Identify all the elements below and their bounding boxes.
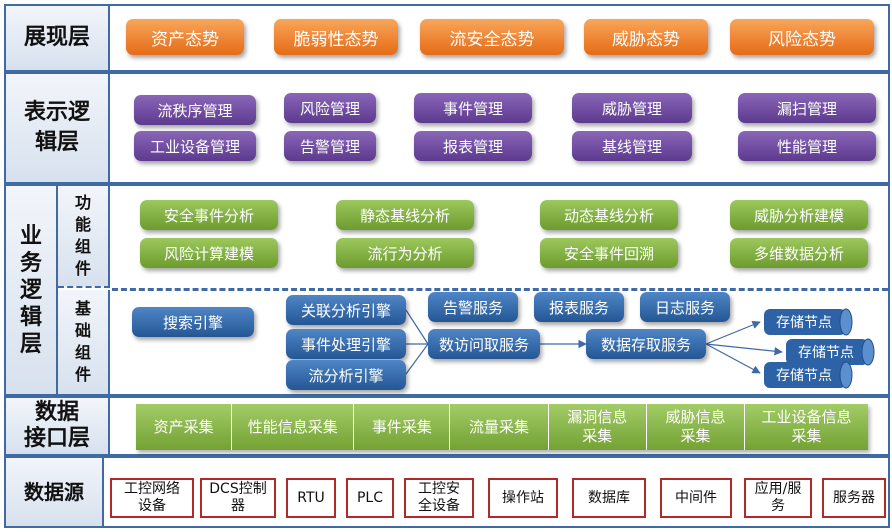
source-item[interactable]: 数据库 (572, 478, 646, 518)
interface-item[interactable]: 漏洞信息 采集 (548, 404, 647, 450)
log-service[interactable]: 日志服务 (640, 292, 730, 322)
connector-line (705, 343, 761, 374)
presentation-item[interactable]: 资产态势 (126, 19, 244, 55)
storage-node-shape (764, 308, 853, 336)
function-item[interactable]: 多维数据分析 (730, 238, 868, 268)
report-service[interactable]: 报表服务 (534, 292, 624, 322)
storage-node[interactable]: 存储节点 (798, 345, 854, 361)
function-item[interactable]: 流行为分析 (336, 238, 474, 268)
presentation-label-text: 展现层 (23, 25, 90, 50)
storage-node[interactable]: 存储节点 (776, 368, 832, 384)
storage-node-shape (764, 361, 853, 389)
interface-item[interactable]: 流量采集 (450, 404, 549, 450)
business-layer-label: 业 务 逻 辑 层 (6, 186, 58, 394)
business-label-text: 业 务 逻 辑 层 (19, 223, 42, 357)
search-engine[interactable]: 搜索引擎 (132, 307, 254, 337)
alert-service[interactable]: 告警服务 (428, 292, 518, 322)
logic-label-text: 表示逻 辑层 (23, 100, 90, 155)
function-item[interactable]: 动态基线分析 (540, 200, 678, 230)
interface-layer-label: 数据 接口层 (6, 398, 110, 454)
logic-item[interactable]: 报表管理 (414, 131, 532, 161)
source-item[interactable]: PLC (346, 478, 394, 518)
connector-line (405, 343, 429, 375)
source-item[interactable]: 服务器 (822, 478, 886, 518)
flow-engine[interactable]: 流分析引擎 (286, 360, 406, 390)
logic-item[interactable]: 工业设备管理 (134, 131, 256, 161)
logic-layer-label: 表示逻 辑层 (6, 74, 110, 182)
source-item[interactable]: 操作站 (488, 478, 558, 518)
function-item[interactable]: 威胁分析建模 (730, 200, 868, 230)
logic-item[interactable]: 风险管理 (284, 93, 376, 123)
storage-node-shape (786, 338, 875, 366)
presentation-item[interactable]: 风险态势 (730, 19, 874, 55)
data-query-service[interactable]: 数访问取服务 (428, 329, 540, 359)
source-item[interactable]: DCS控制 器 (200, 478, 276, 518)
connector-line (405, 309, 429, 345)
interface-item[interactable]: 工业设备信息 采集 (745, 404, 869, 450)
logic-item[interactable]: 流秩序管理 (134, 95, 256, 125)
storage-node[interactable]: 存储节点 (776, 315, 832, 331)
function-item[interactable]: 风险计算建模 (140, 238, 278, 268)
logic-item[interactable]: 漏扫管理 (738, 93, 876, 123)
presentation-item[interactable]: 脆弱性态势 (274, 19, 398, 55)
logic-item[interactable]: 基线管理 (572, 131, 692, 161)
presentation-item[interactable]: 威胁态势 (584, 19, 708, 55)
logic-item[interactable]: 事件管理 (414, 93, 532, 123)
source-item[interactable]: 工控网络 设备 (110, 478, 194, 518)
function-label-text: 功能组件 (75, 193, 92, 278)
source-item[interactable]: 工控安 全设备 (404, 478, 474, 518)
base-label-text: 基础组件 (75, 299, 92, 384)
connector-line (705, 343, 783, 356)
interface-item[interactable]: 性能信息采集 (232, 404, 355, 450)
source-label-text: 数据源 (24, 480, 84, 504)
function-item[interactable]: 安全事件分析 (140, 200, 278, 230)
function-item[interactable]: 安全事件回溯 (540, 238, 678, 268)
interface-strip: 资产采集 性能信息采集 事件采集 流量采集 漏洞信息 采集 威胁信息 采集 工业… (136, 404, 869, 450)
source-layer-label: 数据源 (6, 458, 104, 526)
base-components-label: 基础组件 (58, 290, 110, 394)
interface-item[interactable]: 资产采集 (136, 404, 233, 450)
function-item[interactable]: 静态基线分析 (336, 200, 474, 230)
interface-item[interactable]: 威胁信息 采集 (646, 404, 746, 450)
data-store-service[interactable]: 数据存取服务 (586, 329, 706, 359)
logic-item[interactable]: 性能管理 (738, 131, 876, 161)
event-engine[interactable]: 事件处理引擎 (286, 329, 406, 359)
source-item[interactable]: RTU (286, 478, 336, 518)
logic-item[interactable]: 威胁管理 (572, 93, 692, 123)
presentation-item[interactable]: 流安全态势 (420, 19, 564, 55)
interface-item[interactable]: 事件采集 (354, 404, 451, 450)
connector-line (705, 320, 761, 345)
correlation-engine[interactable]: 关联分析引擎 (286, 295, 406, 325)
interface-label-text: 数据 接口层 (23, 400, 90, 451)
logic-band (4, 72, 890, 184)
presentation-layer-label: 展现层 (6, 6, 110, 70)
function-components-label: 功能组件 (58, 186, 110, 288)
logic-item[interactable]: 告警管理 (284, 131, 376, 161)
source-item[interactable]: 中间件 (660, 478, 732, 518)
source-item[interactable]: 应用/服 务 (744, 478, 812, 518)
component-divider (112, 288, 888, 291)
